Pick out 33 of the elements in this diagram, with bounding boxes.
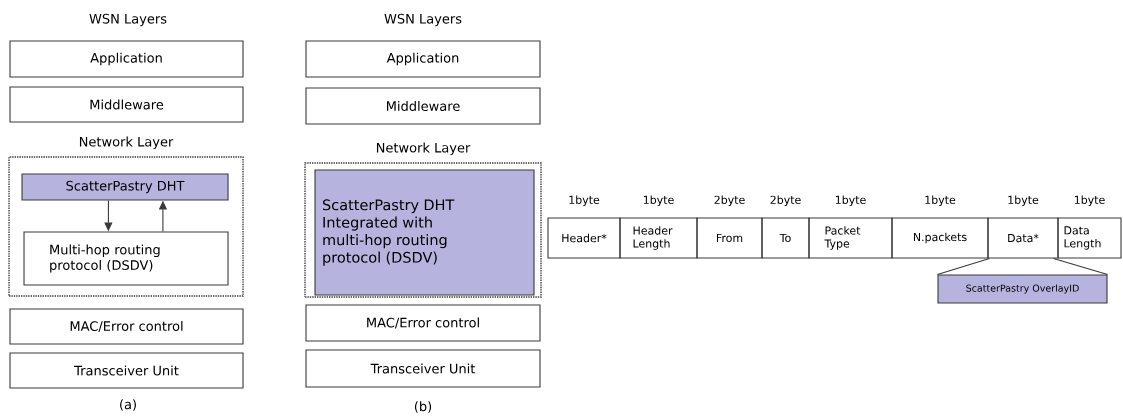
- packet-field-cell: Data Length: [1057, 217, 1122, 259]
- node-label: Network Layer: [376, 142, 471, 156]
- layer-box: Transceiver Unit: [305, 349, 541, 388]
- packet-field-cell: Data*: [987, 217, 1059, 259]
- layer-box: Middleware: [9, 86, 244, 123]
- byte-size-label: 1byte: [1074, 195, 1105, 207]
- byte-size-label: 2byte: [770, 195, 801, 207]
- byte-size-label: 1byte: [835, 195, 866, 207]
- byte-size-label: 1byte: [569, 195, 600, 207]
- layer-box: MAC/Error control: [9, 308, 244, 345]
- packet-field-cell: N.packets: [891, 217, 989, 259]
- layer-box: Transceiver Unit: [9, 352, 244, 389]
- overlay-id-box: ScatterPastry OverlayID: [937, 274, 1108, 304]
- protocol-box: Multi-hop routing protocol (DSDV): [23, 231, 229, 286]
- packet-field-cell: From: [696, 217, 763, 259]
- column-heading: WSN Layers: [384, 13, 462, 27]
- layer-box: Application: [9, 40, 244, 78]
- dht-box: ScatterPastry DHT Integrated with multi-hop routing protocol (DSDV): [314, 169, 535, 296]
- byte-size-label: 1byte: [643, 195, 674, 207]
- byte-size-label: 1byte: [1008, 195, 1039, 207]
- panel-label: (b): [414, 401, 432, 413]
- byte-size-label: 1byte: [925, 195, 956, 207]
- column-heading: WSN Layers: [89, 13, 167, 27]
- packet-field-cell: Header Length: [619, 217, 698, 259]
- layer-box: Application: [305, 40, 541, 78]
- packet-field-cell: To: [761, 217, 810, 259]
- dht-box: ScatterPastry DHT: [21, 173, 229, 201]
- packet-field-cell: Packet Type: [808, 217, 893, 259]
- packet-field-cell: Header*: [547, 217, 621, 259]
- layer-box: MAC/Error control: [305, 304, 541, 342]
- layer-box: Middleware: [305, 87, 541, 125]
- byte-size-label: 2byte: [714, 195, 745, 207]
- node-label: Network Layer: [79, 136, 174, 150]
